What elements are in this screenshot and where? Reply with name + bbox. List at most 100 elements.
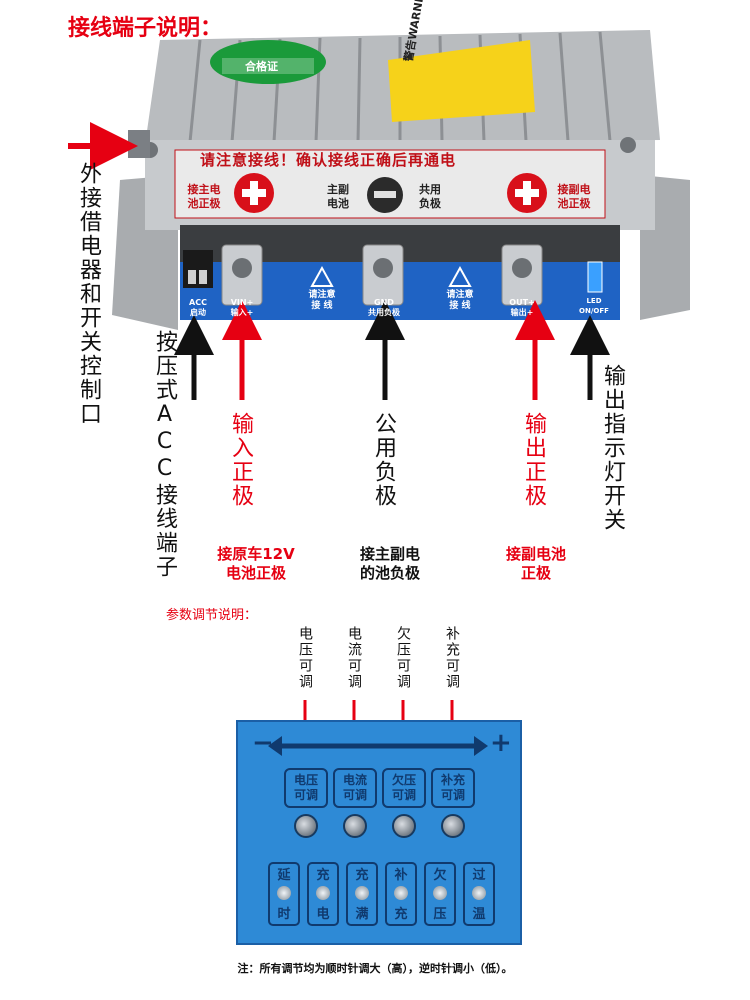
pcb-line: GND: [374, 298, 394, 307]
led-label: 电: [316, 907, 330, 922]
pcb-line: VIN+: [230, 298, 254, 307]
certificate-label: 合格证: [245, 60, 278, 73]
box-line: 可调: [391, 788, 416, 802]
box-line: 补充: [440, 773, 465, 787]
external-port-label: 外接借电器和开关控制口: [76, 162, 101, 426]
pcb-line: 接 线: [311, 301, 333, 311]
bottom-label-middle: 接主副电 的池负极: [340, 545, 440, 583]
param-section-title: 参数调节说明：: [166, 608, 258, 623]
led-charging: 充 电: [307, 862, 339, 926]
param-top-label: 电流可调: [346, 626, 362, 690]
pcb-line: 输出+: [510, 308, 534, 317]
minus-icon: −: [252, 728, 274, 758]
led-undervoltage: 欠 压: [424, 862, 456, 926]
pcb-out-label: OUT+ 输出+: [500, 298, 544, 318]
led-label: 充: [394, 907, 408, 922]
screw: [620, 137, 636, 153]
led-label: 过: [472, 868, 486, 883]
led-indicator-icon: [316, 886, 330, 900]
led-label: 满: [355, 907, 369, 922]
acc-terminal-label: 按压式ACC接线端子: [152, 330, 177, 579]
led-label: 充: [316, 868, 330, 883]
warning-triangle-icon: [310, 265, 334, 287]
certificate-sticker: [210, 40, 326, 84]
bottom-line: 电池正极: [225, 564, 286, 582]
led-label: 温: [472, 907, 486, 922]
bottom-line: 接原车12V: [217, 545, 295, 563]
warning-sticker: [388, 40, 535, 122]
positive-cross-icon-left: [234, 173, 274, 213]
param-top-label: 欠压可调: [395, 626, 411, 690]
pcb-line: 启动: [190, 308, 206, 317]
pcb-warn-label: 请注意 接 线: [300, 290, 344, 312]
pcb-acc-label: ACC 启动: [181, 298, 215, 318]
supplement-adjust-box: 补充 可调: [431, 768, 475, 808]
middle-panel-line: 负极: [419, 197, 441, 210]
param-top-label: 补充可调: [444, 626, 460, 690]
pcb-line: 请注意: [446, 290, 474, 300]
voltage-knob[interactable]: [294, 814, 318, 838]
bottom-line: 接主副电: [359, 545, 420, 563]
current-adjust-box: 电流 可调: [333, 768, 377, 808]
box-line: 欠压: [391, 773, 416, 787]
undervoltage-adjust-box: 欠压 可调: [382, 768, 426, 808]
output-positive-label: 输出正极: [521, 412, 546, 508]
led-supplement: 补 充: [385, 862, 417, 926]
middle-panel-line: 共用: [419, 183, 441, 196]
middle-panel-line: 主副: [327, 183, 349, 196]
indicator-switch-label: 输出指示灯开关: [600, 364, 625, 532]
pcb-line: 请注意: [308, 290, 336, 300]
param-panel: − + 电压 可调 电流 可调 欠压 可调 补充 可调 延 时 充 电 充 满 …: [236, 720, 522, 945]
middle-panel-label-2: 共用 负极: [412, 183, 448, 211]
bottom-label-right: 接副电池 正极: [488, 545, 584, 583]
bottom-line: 的池负极: [359, 564, 420, 582]
vin-terminal: [221, 244, 263, 306]
led-indicator-icon: [394, 886, 408, 900]
warning-triangle-icon: [448, 265, 472, 287]
led-label: 欠: [433, 868, 447, 883]
pcb-line: 共用负极: [368, 308, 400, 317]
led-delay: 延 时: [268, 862, 300, 926]
led-full: 充 满: [346, 862, 378, 926]
pcb-line: ACC: [189, 298, 207, 307]
pcb-line: ON/OFF: [579, 307, 609, 315]
right-panel-line: 接副电: [557, 183, 591, 196]
led-indicator-icon: [433, 886, 447, 900]
led-overtemp: 过 温: [463, 862, 495, 926]
box-line: 电流: [342, 773, 367, 787]
direction-arrow: [268, 736, 488, 756]
bottom-line: 正极: [520, 564, 551, 582]
pcb-line: 接 线: [449, 301, 471, 311]
box-line: 可调: [293, 788, 318, 802]
param-top-label: 电压可调: [297, 626, 313, 690]
current-knob[interactable]: [343, 814, 367, 838]
bottom-label-left: 接原车12V 电池正极: [196, 545, 316, 583]
right-panel-label: 接副电 池正极: [552, 183, 596, 211]
left-panel-line: 池正极: [187, 197, 221, 210]
common-negative-label: 公用负极: [371, 412, 396, 508]
bottom-line: 接副电池: [505, 545, 566, 563]
pcb-led-label: LED ON/OFF: [574, 296, 614, 316]
adjustment-note: 注：所有调节均为顺时针调大（高），逆时针调小（低）。: [237, 962, 513, 975]
pcb-gnd-label: GND 共用负极: [356, 298, 412, 318]
device-illustration: [68, 30, 690, 400]
positive-cross-icon-right: [507, 173, 547, 213]
supplement-knob[interactable]: [441, 814, 465, 838]
box-line: 电压: [293, 773, 318, 787]
input-positive-label: 输入正极: [228, 412, 253, 508]
led-label: 充: [355, 868, 369, 883]
box-line: 可调: [440, 788, 465, 802]
plus-icon: +: [490, 728, 512, 758]
led-label: 补: [394, 868, 408, 883]
led-indicator-icon: [277, 886, 291, 900]
led-indicator-icon: [355, 886, 369, 900]
right-panel-line: 池正极: [557, 197, 591, 210]
undervoltage-knob[interactable]: [392, 814, 416, 838]
led-label: 压: [433, 907, 447, 922]
led-label: 延: [277, 868, 291, 883]
middle-panel-line: 电池: [327, 197, 349, 210]
led-label: 时: [277, 907, 291, 922]
led-switch: [587, 261, 603, 293]
left-panel-label: 接主电 池正极: [182, 183, 226, 211]
voltage-adjust-box: 电压 可调: [284, 768, 328, 808]
